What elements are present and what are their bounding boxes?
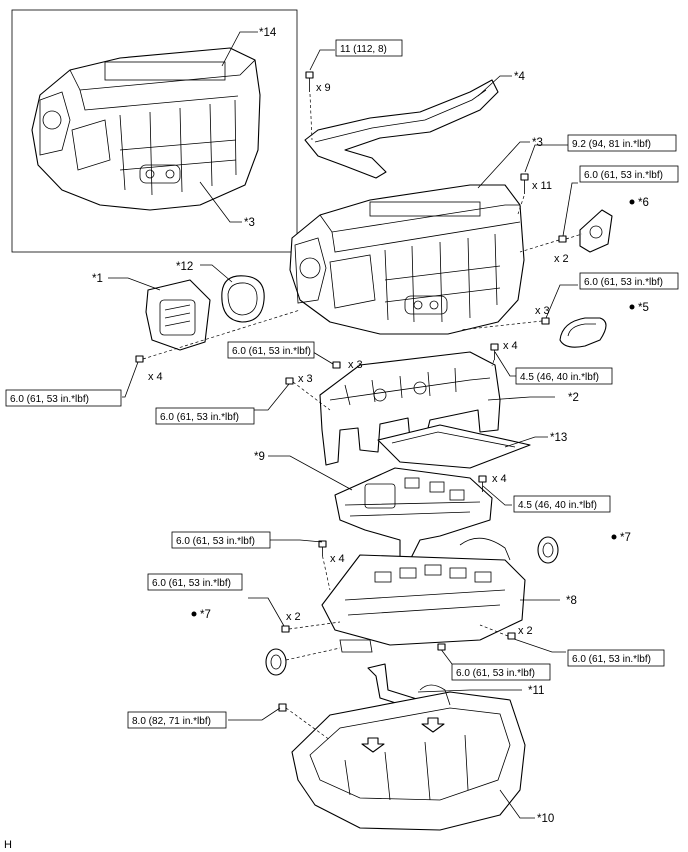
- inset-panel: [11, 9, 298, 253]
- count-x3-right: x 3: [535, 305, 550, 317]
- cap-7-right: [537, 536, 559, 564]
- bolt-group-x9: [305, 71, 314, 92]
- bolt-group-x2-right: [507, 632, 516, 640]
- inverter-case-inset: [31, 47, 261, 211]
- callout-3-main: *3: [532, 137, 543, 149]
- count-x2-left: x 2: [286, 611, 301, 623]
- bolt-group-x3-right: [541, 317, 550, 325]
- torque-6-0-e: 6.0 (61, 53 in.*lbf): [160, 412, 239, 423]
- cover-5: [559, 317, 607, 348]
- bolt-group-x11: [520, 173, 529, 194]
- bolt-group-x3-left: [285, 377, 294, 385]
- bolt-group-x2-left: [281, 625, 290, 633]
- connector-1: [145, 279, 211, 351]
- callout-3-inset: *3: [244, 217, 255, 229]
- bolt-group-x2-top: [558, 233, 583, 243]
- count-x2-right: x 2: [518, 625, 533, 637]
- callout-8: *8: [566, 595, 577, 607]
- gasket-12: [221, 275, 265, 323]
- torque-11: 11 (112, 8): [340, 44, 387, 55]
- callout-4: *4: [514, 71, 525, 83]
- count-x4-lower: x 4: [330, 553, 345, 565]
- bullet-6: [629, 199, 635, 205]
- torque-4-5-a: 4.5 (46, 40 in.*lbf): [520, 372, 599, 383]
- torque-8-0: 8.0 (82, 71 in.*lbf): [132, 716, 211, 727]
- callout-7-right: *7: [620, 532, 631, 544]
- torque-6-0-a: 6.0 (61, 53 in.*lbf): [584, 170, 663, 181]
- bolt-group-x4-topright: [490, 343, 499, 360]
- torque-4-5-b: 4.5 (46, 40 in.*lbf): [518, 500, 597, 511]
- bullet-7-right: [611, 534, 617, 540]
- torque-6-0-f: 6.0 (61, 53 in.*lbf): [176, 536, 255, 547]
- count-x3-mid: x 3: [348, 359, 363, 371]
- callout-6: *6: [638, 197, 649, 209]
- torque-6-0-b: 6.0 (61, 53 in.*lbf): [584, 277, 663, 288]
- control-board-9: [334, 467, 493, 561]
- sheet-13: [377, 424, 531, 469]
- count-x2-top: x 2: [554, 253, 569, 265]
- callout-2: *2: [568, 392, 579, 404]
- bolt-group-x4-lower: [318, 540, 327, 556]
- count-x3-left: x 3: [298, 373, 313, 385]
- callout-13: *13: [550, 432, 567, 444]
- count-x4-left: x 4: [148, 371, 163, 383]
- count-x9: x 9: [316, 82, 331, 94]
- callout-14: *14: [259, 27, 277, 39]
- count-x4-topright: x 4: [503, 340, 518, 352]
- count-x11: x 11: [532, 180, 552, 192]
- bullet-7-left: [191, 611, 197, 617]
- gasket-4: [304, 79, 499, 179]
- torque-6-0-i: 6.0 (61, 53 in.*lbf): [456, 668, 535, 679]
- callout-9: *9: [254, 451, 265, 463]
- torque-6-0-h: 6.0 (61, 53 in.*lbf): [572, 654, 651, 665]
- power-module-8: [321, 537, 526, 653]
- cap-7-left: [265, 648, 287, 676]
- count-x4-mid: x 4: [492, 473, 507, 485]
- callout-5: *5: [638, 302, 649, 314]
- inverter-case-main: [289, 184, 525, 335]
- bolt-group-x4-left: [135, 355, 144, 363]
- callout-1: *1: [92, 273, 103, 285]
- bullet-5: [629, 304, 635, 310]
- bolt-group-x3-mid: [332, 361, 341, 369]
- callout-12: *12: [176, 261, 193, 273]
- torque-9-2: 9.2 (94, 81 in.*lbf): [572, 139, 651, 150]
- bolt-group-x4-mid: [478, 475, 487, 492]
- torque-6-0-c: 6.0 (61, 53 in.*lbf): [10, 394, 89, 405]
- callout-10: *10: [537, 813, 554, 825]
- bolt-center: [437, 643, 446, 651]
- callout-7-left: *7: [200, 609, 211, 621]
- callout-11: *11: [528, 685, 544, 697]
- torque-6-0-g: 6.0 (61, 53 in.*lbf): [152, 578, 231, 589]
- plug-bolt: [278, 703, 287, 712]
- cover-6: [579, 209, 613, 253]
- lower-case-10: [291, 684, 526, 831]
- torque-6-0-d: 6.0 (61, 53 in.*lbf): [232, 346, 311, 357]
- figure-code: H: [4, 839, 12, 851]
